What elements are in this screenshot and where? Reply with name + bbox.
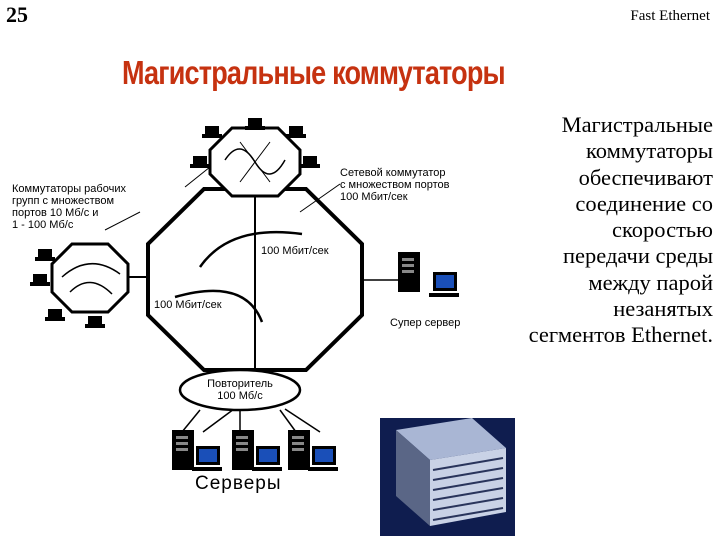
server-icon: [288, 430, 310, 470]
monitor-icon: [308, 446, 338, 471]
pc-icon: [245, 118, 265, 130]
workgroup-switch-left: [50, 242, 130, 314]
header-course-title: Fast Ethernet: [630, 8, 710, 24]
pc-icon: [45, 309, 65, 321]
pc-icon: [30, 274, 50, 286]
pc-icon: [300, 156, 320, 168]
slide-title: Магистральные коммутаторы: [122, 54, 506, 91]
body-text: Магистральные коммутаторы обеспечивают с…: [528, 112, 713, 348]
pc-icon: [286, 126, 306, 138]
super-server-label: Супер сервер: [390, 317, 460, 329]
servers-label: Серверы: [195, 473, 282, 494]
backbone-switch: [146, 187, 364, 372]
monitor-icon: [252, 446, 282, 471]
pc-icon: [190, 156, 210, 168]
pc-icon: [35, 249, 55, 261]
pc-icon: [85, 316, 105, 328]
super-server-icon: [398, 252, 420, 292]
monitor-icon: [429, 272, 459, 297]
monitor-icon: [192, 446, 222, 471]
switch-hardware-photo: [380, 418, 515, 536]
pc-icon: [202, 126, 222, 138]
link-speed-label: 100 Мбит/сек: [261, 245, 329, 257]
server-icon: [232, 430, 254, 470]
server-icon: [172, 430, 194, 470]
slide-number: 25: [6, 2, 28, 27]
link-speed-label: 100 Мбит/сек: [154, 299, 222, 311]
